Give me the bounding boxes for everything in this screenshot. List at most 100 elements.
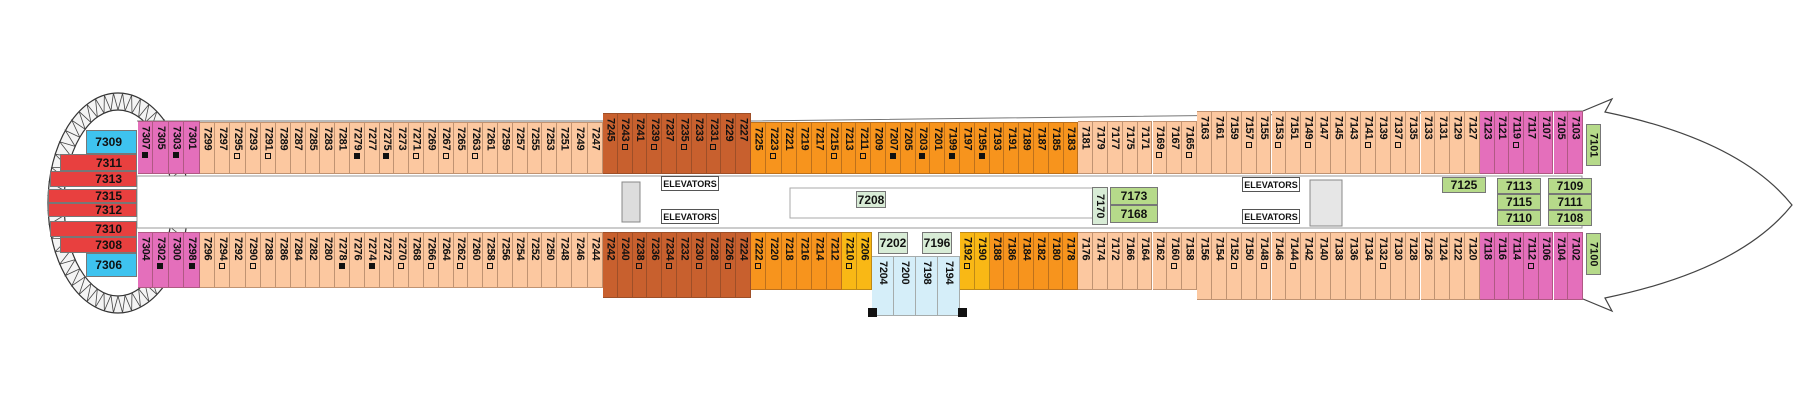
- cabin[interactable]: 7158: [1182, 232, 1198, 290]
- cabin[interactable]: 7302: [153, 232, 169, 288]
- cabin[interactable]: 7234: [662, 232, 677, 298]
- cabin[interactable]: 7216: [796, 232, 812, 290]
- cabin[interactable]: 7196: [922, 232, 952, 254]
- cabin[interactable]: 7267: [438, 122, 454, 174]
- cabin[interactable]: 7162: [1152, 232, 1168, 290]
- cabin[interactable]: 7114: [1509, 232, 1525, 300]
- cabin[interactable]: 7154: [1211, 232, 1227, 300]
- cabin[interactable]: 7164: [1137, 232, 1153, 290]
- cabin[interactable]: 7104: [1553, 232, 1569, 300]
- cabin[interactable]: 7200: [894, 256, 916, 316]
- cabin[interactable]: 7176: [1078, 232, 1093, 290]
- cabin[interactable]: 7185: [1048, 122, 1064, 174]
- cabin[interactable]: 7301: [184, 121, 200, 174]
- cabin[interactable]: 7218: [781, 232, 797, 290]
- cabin[interactable]: 7135: [1405, 111, 1421, 174]
- cabin[interactable]: 7206: [857, 232, 872, 290]
- cabin[interactable]: 7280: [320, 232, 336, 288]
- cabin[interactable]: 7271: [409, 122, 424, 174]
- cabin[interactable]: 7180: [1048, 232, 1064, 290]
- cabin[interactable]: 7260: [468, 232, 484, 288]
- cabin[interactable]: 7279: [350, 122, 365, 174]
- cabin[interactable]: 7138: [1331, 232, 1346, 300]
- cabin[interactable]: 7108: [1548, 210, 1592, 226]
- cabin[interactable]: 7148: [1256, 232, 1272, 300]
- cabin[interactable]: 7112: [1524, 232, 1539, 300]
- cabin[interactable]: 7230: [691, 232, 707, 298]
- cabin[interactable]: 7197: [960, 122, 975, 174]
- cabin[interactable]: 7240: [617, 232, 633, 298]
- cabin[interactable]: 7166: [1122, 232, 1138, 290]
- cabin[interactable]: 7244: [587, 232, 603, 288]
- cabin[interactable]: 7290: [245, 232, 261, 288]
- cabin[interactable]: 7310: [50, 221, 137, 237]
- cabin[interactable]: 7269: [424, 122, 439, 174]
- cabin[interactable]: 7159: [1226, 111, 1242, 174]
- cabin[interactable]: 7121: [1494, 111, 1510, 174]
- cabin[interactable]: 7239: [647, 113, 663, 174]
- cabin[interactable]: 7175: [1122, 121, 1138, 174]
- cabin[interactable]: 7264: [438, 232, 454, 288]
- cabin[interactable]: 7262: [453, 232, 469, 288]
- cabin[interactable]: 7268: [409, 232, 424, 288]
- cabin[interactable]: 7111: [1548, 194, 1592, 210]
- cabin[interactable]: 7160: [1167, 232, 1183, 290]
- cabin[interactable]: 7177: [1107, 121, 1123, 174]
- cabin[interactable]: 7210: [842, 232, 857, 290]
- cabin[interactable]: 7254: [512, 232, 528, 288]
- cabin[interactable]: 7217: [812, 122, 827, 174]
- cabin[interactable]: 7149: [1301, 111, 1317, 174]
- cabin[interactable]: 7120: [1465, 232, 1481, 300]
- cabin[interactable]: 7131: [1435, 111, 1451, 174]
- cabin[interactable]: 7126: [1420, 232, 1436, 300]
- cabin[interactable]: 7278: [335, 232, 350, 288]
- cabin[interactable]: 7256: [498, 232, 513, 288]
- cabin[interactable]: 7137: [1390, 111, 1406, 174]
- cabin[interactable]: 7229: [721, 113, 737, 174]
- cabin[interactable]: 7259: [498, 122, 513, 174]
- cabin[interactable]: 7307: [137, 121, 154, 174]
- cabin[interactable]: 7105: [1553, 111, 1569, 174]
- cabin[interactable]: 7201: [930, 122, 946, 174]
- cabin[interactable]: 7165: [1182, 121, 1198, 174]
- cabin[interactable]: 7153: [1271, 111, 1287, 174]
- cabin[interactable]: 7273: [394, 122, 410, 174]
- cabin[interactable]: 7297: [215, 122, 231, 174]
- cabin[interactable]: 7283: [320, 122, 336, 174]
- cabin[interactable]: 7252: [527, 232, 543, 288]
- cabin[interactable]: 7242: [603, 232, 618, 298]
- cabin[interactable]: 7312: [48, 203, 137, 217]
- cabin[interactable]: 7171: [1137, 121, 1153, 174]
- cabin[interactable]: 7182: [1033, 232, 1049, 290]
- cabin[interactable]: 7305: [153, 121, 169, 174]
- cabin[interactable]: 7127: [1465, 111, 1481, 174]
- cabin[interactable]: 7190: [974, 232, 990, 290]
- cabin[interactable]: 7157: [1241, 111, 1257, 174]
- cabin[interactable]: 7140: [1316, 232, 1332, 300]
- cabin[interactable]: 7300: [168, 232, 185, 288]
- cabin[interactable]: 7243: [617, 113, 633, 174]
- cabin[interactable]: 7169: [1152, 121, 1168, 174]
- cabin[interactable]: 7211: [856, 122, 872, 174]
- cabin[interactable]: 7309: [86, 130, 137, 154]
- cabin[interactable]: 7130: [1390, 232, 1406, 300]
- cabin[interactable]: 7151: [1286, 111, 1302, 174]
- cabin[interactable]: 7221: [781, 122, 797, 174]
- cabin[interactable]: 7296: [200, 232, 216, 288]
- cabin[interactable]: 7212: [827, 232, 842, 290]
- cabin[interactable]: 7231: [706, 113, 722, 174]
- cabin[interactable]: 7313: [50, 171, 137, 187]
- cabin[interactable]: 7145: [1331, 111, 1346, 174]
- cabin[interactable]: 7245: [603, 113, 618, 174]
- cabin[interactable]: 7193: [989, 122, 1005, 174]
- cabin[interactable]: 7178: [1063, 232, 1078, 290]
- cabin[interactable]: 7186: [1004, 232, 1019, 290]
- cabin[interactable]: 7246: [572, 232, 588, 288]
- cabin[interactable]: 7213: [841, 122, 857, 174]
- cabin[interactable]: 7181: [1078, 121, 1093, 174]
- cabin[interactable]: 7292: [230, 232, 246, 288]
- cabin[interactable]: 7192: [960, 232, 975, 290]
- cabin[interactable]: 7270: [394, 232, 410, 288]
- cabin[interactable]: 7298: [184, 232, 200, 288]
- cabin[interactable]: 7227: [736, 113, 751, 174]
